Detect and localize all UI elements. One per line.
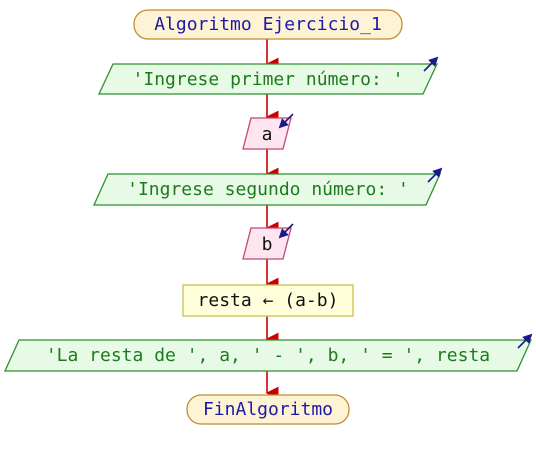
output-3-label: 'La resta de ', a, ' - ', b, ' = ', rest… <box>46 345 490 366</box>
process-label: resta ← (a-b) <box>198 290 339 311</box>
output-node-3[interactable]: 'La resta de ', a, ' - ', b, ' = ', rest… <box>3 333 533 372</box>
output-1-label: 'Ingrese primer número: ' <box>133 69 404 90</box>
start-label: Algoritmo Ejercicio_1 <box>154 14 382 35</box>
output-node-2[interactable]: 'Ingrese segundo número: ' <box>92 167 443 206</box>
output-2-shape <box>92 173 442 206</box>
input-2-label: b <box>262 234 273 255</box>
start-node[interactable]: Algoritmo Ejercicio_1 <box>133 9 403 40</box>
arrow-up-right-icon <box>427 167 443 183</box>
arrow-up-right-icon <box>423 56 439 72</box>
arrow-down-left-icon <box>278 223 294 239</box>
input-node-1[interactable]: a <box>242 113 294 150</box>
output-node-1[interactable]: 'Ingrese primer número: ' <box>97 56 439 95</box>
output-2-label: 'Ingrese segundo número: ' <box>127 179 409 200</box>
process-node[interactable]: resta ← (a-b) <box>182 284 354 317</box>
arrow-up-right-icon <box>517 333 533 349</box>
end-terminal-shape <box>186 394 350 425</box>
process-shape <box>182 284 354 317</box>
start-terminal-shape <box>133 9 403 40</box>
end-label: FinAlgoritmo <box>203 399 333 420</box>
end-node[interactable]: FinAlgoritmo <box>186 394 350 425</box>
input-1-label: a <box>262 124 273 145</box>
output-1-shape <box>97 63 439 95</box>
input-node-2[interactable]: b <box>242 223 294 260</box>
arrow-down-left-icon <box>278 113 294 129</box>
output-3-shape <box>3 339 533 372</box>
